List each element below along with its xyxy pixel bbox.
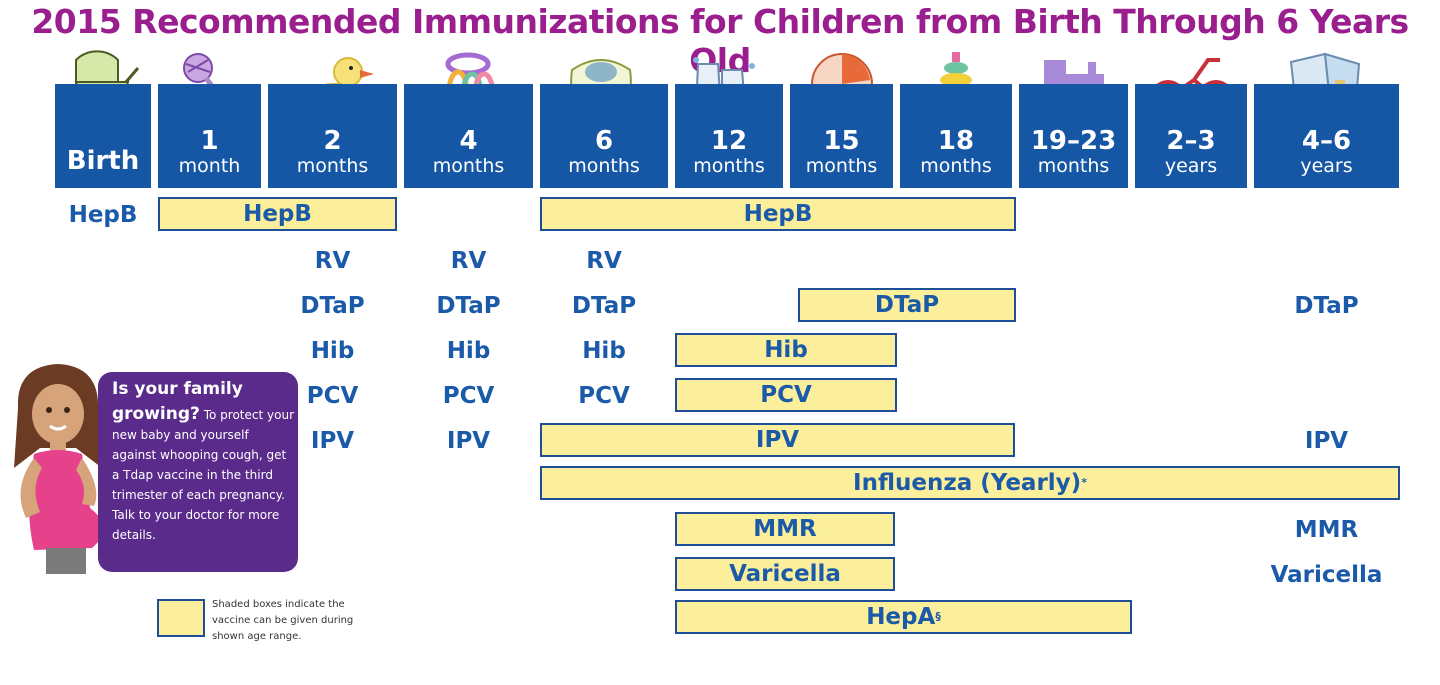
influenza-footnote-mark: * [1081, 476, 1087, 489]
age-unit: months [920, 155, 992, 177]
vaccine-dtap-6-months: DTaP [571, 293, 637, 319]
age-unit: months [805, 155, 878, 177]
pregnancy-tdap-callout: Is your family growing? To protect your … [98, 372, 298, 572]
influenza-label: Influenza (Yearly) [853, 470, 1082, 496]
hepa-label: HepA [866, 604, 936, 630]
page-title: 2015 Recommended Immunizations for Child… [31, 2, 1409, 80]
age-19-23-months: 19–23 months [1019, 84, 1128, 188]
age-number: 4–6 [1301, 126, 1352, 156]
age-18-months: 18 months [900, 84, 1012, 188]
vaccine-ipv-4-6-years: IPV [1304, 428, 1349, 454]
vaccine-hib-4-months: Hib [446, 338, 491, 364]
vaccine-rv-4-months: RV [450, 248, 487, 274]
vaccine-bar-varicella-12-15-months: Varicella [675, 557, 895, 591]
age-number: 18 [937, 126, 975, 156]
callout-body: growing? To protect your new baby and yo… [112, 404, 296, 545]
age-4-6-years: 4–6 years [1254, 84, 1399, 188]
age-number: 2 [323, 126, 342, 156]
age-number: 12 [710, 126, 748, 156]
pregnant-woman-illustration [14, 364, 104, 574]
age-2-3-years: 2–3 years [1135, 84, 1247, 188]
vaccine-bar-hib-12-15-months: Hib [675, 333, 897, 367]
vaccine-rv-2-months: RV [314, 248, 351, 274]
vaccine-bar-ipv-6-18-months: IPV [540, 423, 1015, 457]
age-number: 19–23 [1030, 126, 1117, 156]
vaccine-dtap-4-6-years: DTaP [1294, 293, 1359, 319]
age-number: 6 [594, 126, 614, 156]
age-number: 1 [200, 126, 219, 156]
age-1-month: 1 month [158, 84, 261, 188]
vaccine-bar-hepa-12-23-months: HepA§ [675, 600, 1132, 634]
age-number: 4 [459, 126, 478, 156]
age-15-months: 15 months [790, 84, 893, 188]
age-6-months: 6 months [540, 84, 668, 188]
age-unit: months [1037, 155, 1110, 177]
vaccine-dtap-2-months: DTaP [300, 293, 365, 319]
callout-lead: growing? [112, 404, 200, 424]
age-unit: years [1300, 155, 1353, 177]
legend-swatch [157, 599, 205, 637]
vaccine-dtap-4-months: DTaP [436, 293, 501, 319]
vaccine-pcv-6-months: PCV [578, 383, 630, 409]
vaccine-bar-mmr-12-15-months: MMR [675, 512, 895, 546]
age-birth: Birth [55, 84, 151, 188]
vaccine-pcv-4-months: PCV [442, 383, 495, 409]
vaccine-ipv-4-months: IPV [446, 428, 491, 454]
vaccine-pcv-2-months: PCV [306, 383, 359, 409]
age-unit: months [568, 155, 640, 177]
age-label: Birth [66, 146, 140, 176]
vaccine-mmr-4-6-years: MMR [1294, 517, 1359, 543]
age-unit: month [178, 155, 241, 177]
vaccine-bar-hepb-6-18-months: HepB [540, 197, 1016, 231]
vaccine-hib-6-months: Hib [582, 338, 626, 364]
vaccine-bar-pcv-12-15-months: PCV [675, 378, 897, 412]
callout-text: To protect your new baby and yourself ag… [112, 408, 294, 542]
callout-heading: Is your family [112, 379, 243, 399]
age-12-months: 12 months [675, 84, 783, 188]
age-unit: months [296, 155, 369, 177]
vaccine-bar-dtap-15-18-months: DTaP [798, 288, 1016, 322]
age-number: 2–3 [1166, 126, 1216, 156]
vaccine-bar-influenza-yearly: Influenza (Yearly)* [540, 466, 1400, 500]
age-4-months: 4 months [404, 84, 533, 188]
vaccine-ipv-2-months: IPV [310, 428, 355, 454]
vaccine-rv-6-months: RV [586, 248, 622, 274]
age-2-months: 2 months [268, 84, 397, 188]
vaccine-hib-2-months: Hib [310, 338, 355, 364]
age-unit: months [432, 155, 505, 177]
vaccine-varicella-4-6-years: Varicella [1270, 562, 1383, 588]
age-unit: months [693, 155, 765, 177]
vaccine-hepb-birth: HepB [68, 202, 138, 228]
age-unit: years [1164, 155, 1218, 177]
age-number: 15 [823, 126, 860, 156]
vaccine-bar-hepb-1-2-months: HepB [158, 197, 397, 231]
hepa-footnote-mark: § [935, 610, 941, 623]
legend-text: Shaded boxes indicate the vaccine can be… [212, 599, 354, 642]
